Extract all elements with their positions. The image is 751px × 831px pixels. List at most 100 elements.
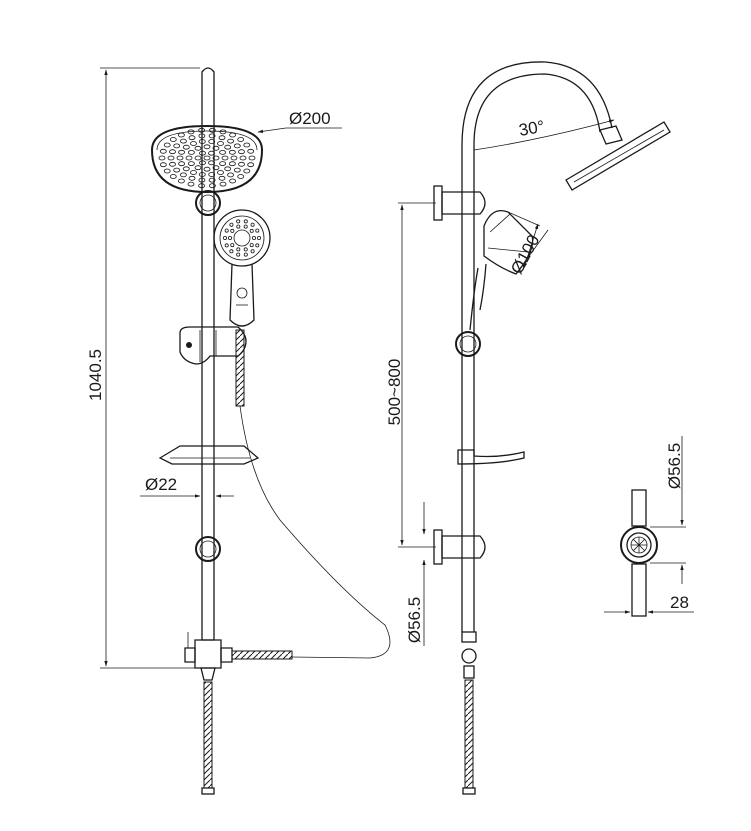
- nozzle: [243, 142, 251, 148]
- dim-rail-diameter: Ø22: [140, 470, 234, 502]
- side-slide-ring: [455, 331, 481, 357]
- nozzle: [219, 129, 227, 135]
- nozzle: [208, 139, 216, 144]
- front-supply-hose: [201, 681, 215, 795]
- nozzle: [219, 161, 227, 167]
- hand-nozzle: [243, 219, 248, 224]
- nozzle: [169, 161, 176, 167]
- nozzle: [208, 177, 216, 183]
- dim-adjust-range: 500~800: [385, 202, 436, 548]
- nozzle: [212, 145, 220, 151]
- nozzle: [158, 155, 166, 161]
- side-shower-head: [565, 121, 671, 191]
- nozzle: [187, 149, 195, 155]
- nozzle: [198, 133, 206, 139]
- head-angle-label: 30°: [517, 117, 546, 140]
- nozzle: [159, 162, 167, 168]
- front-hose-horizontal: [231, 650, 293, 660]
- side-soap-dish: [457, 449, 525, 465]
- nozzle: [227, 172, 235, 178]
- nozzle: [203, 155, 211, 161]
- adjust-range-label: 500~800: [385, 359, 404, 426]
- front-lower-ring: [195, 536, 221, 562]
- front-upper-ring: [195, 190, 221, 216]
- nozzle: [203, 166, 211, 172]
- nozzle: [198, 183, 206, 189]
- side-lower-bracket: [433, 529, 486, 565]
- hand-nozzle: [224, 228, 229, 233]
- hand-nozzle: [243, 224, 248, 229]
- nozzle: [208, 183, 216, 189]
- nozzle: [185, 155, 193, 161]
- nozzle: [237, 137, 245, 142]
- side-rail: [461, 61, 613, 632]
- hand-nozzle: [250, 222, 255, 227]
- nozzle: [179, 138, 187, 144]
- hand-nozzle: [250, 249, 255, 254]
- nozzle: [217, 170, 224, 175]
- nozzle: [178, 161, 186, 167]
- dim-bracket-diameter-detail: Ø56.5: [650, 436, 686, 584]
- nozzle: [187, 129, 195, 135]
- detail-view: [620, 489, 658, 617]
- hand-nozzle: [229, 249, 234, 254]
- nozzle: [247, 162, 255, 168]
- nozzle: [218, 175, 226, 181]
- nozzle: [227, 138, 235, 144]
- nozzle: [178, 149, 186, 155]
- nozzle: [208, 160, 215, 166]
- nozzle: [198, 127, 206, 133]
- nozzle: [212, 165, 220, 171]
- nozzle: [198, 139, 206, 144]
- nozzle: [199, 160, 206, 166]
- nozzle: [217, 141, 224, 146]
- detail-bracket: [620, 489, 658, 617]
- nozzle: [187, 181, 195, 187]
- nozzle: [199, 150, 206, 156]
- front-flex-hose-curve: [239, 405, 391, 659]
- nozzle: [198, 177, 206, 183]
- nozzle: [169, 174, 177, 179]
- nozzle: [229, 132, 237, 138]
- nozzle: [237, 174, 245, 179]
- side-upper-bracket: [433, 185, 486, 221]
- hand-nozzle: [230, 228, 235, 233]
- hand-nozzle: [255, 243, 260, 248]
- shower-head-diameter-label: Ø200: [289, 109, 331, 128]
- nozzle: [243, 168, 251, 174]
- nozzle: [179, 172, 187, 178]
- nozzle: [173, 143, 181, 149]
- front-shower-head: [150, 124, 264, 194]
- nozzle: [177, 178, 185, 184]
- nozzle: [188, 175, 196, 181]
- nozzle: [194, 155, 202, 161]
- nozzle: [188, 135, 196, 141]
- hand-nozzle: [222, 235, 227, 240]
- hand-nozzle: [249, 228, 254, 233]
- nozzle: [167, 155, 175, 161]
- dim-shower-head-diameter: Ø200: [257, 109, 342, 133]
- bracket-depth-label: 28: [670, 593, 689, 612]
- nozzle: [190, 170, 197, 175]
- nozzle: [230, 155, 238, 161]
- dim-bracket-diameter-side: Ø56.5: [405, 502, 426, 646]
- nozzle: [208, 150, 215, 156]
- front-rail: [201, 67, 215, 641]
- hand-nozzle: [243, 247, 248, 252]
- nozzle: [208, 172, 216, 177]
- nozzle: [208, 127, 216, 133]
- nozzle: [163, 142, 171, 148]
- rail-diameter-label: Ø22: [145, 475, 177, 494]
- nozzle: [233, 143, 241, 149]
- nozzle: [224, 144, 232, 150]
- shower-head-nozzles: [158, 127, 256, 189]
- nozzle: [198, 172, 206, 177]
- hand-nozzle: [236, 224, 241, 229]
- nozzle: [221, 155, 229, 161]
- front-hand-shower: [213, 209, 271, 327]
- hand-nozzle: [229, 222, 234, 227]
- nozzle: [182, 166, 190, 172]
- hand-nozzle: [256, 235, 261, 240]
- nozzle: [233, 167, 241, 173]
